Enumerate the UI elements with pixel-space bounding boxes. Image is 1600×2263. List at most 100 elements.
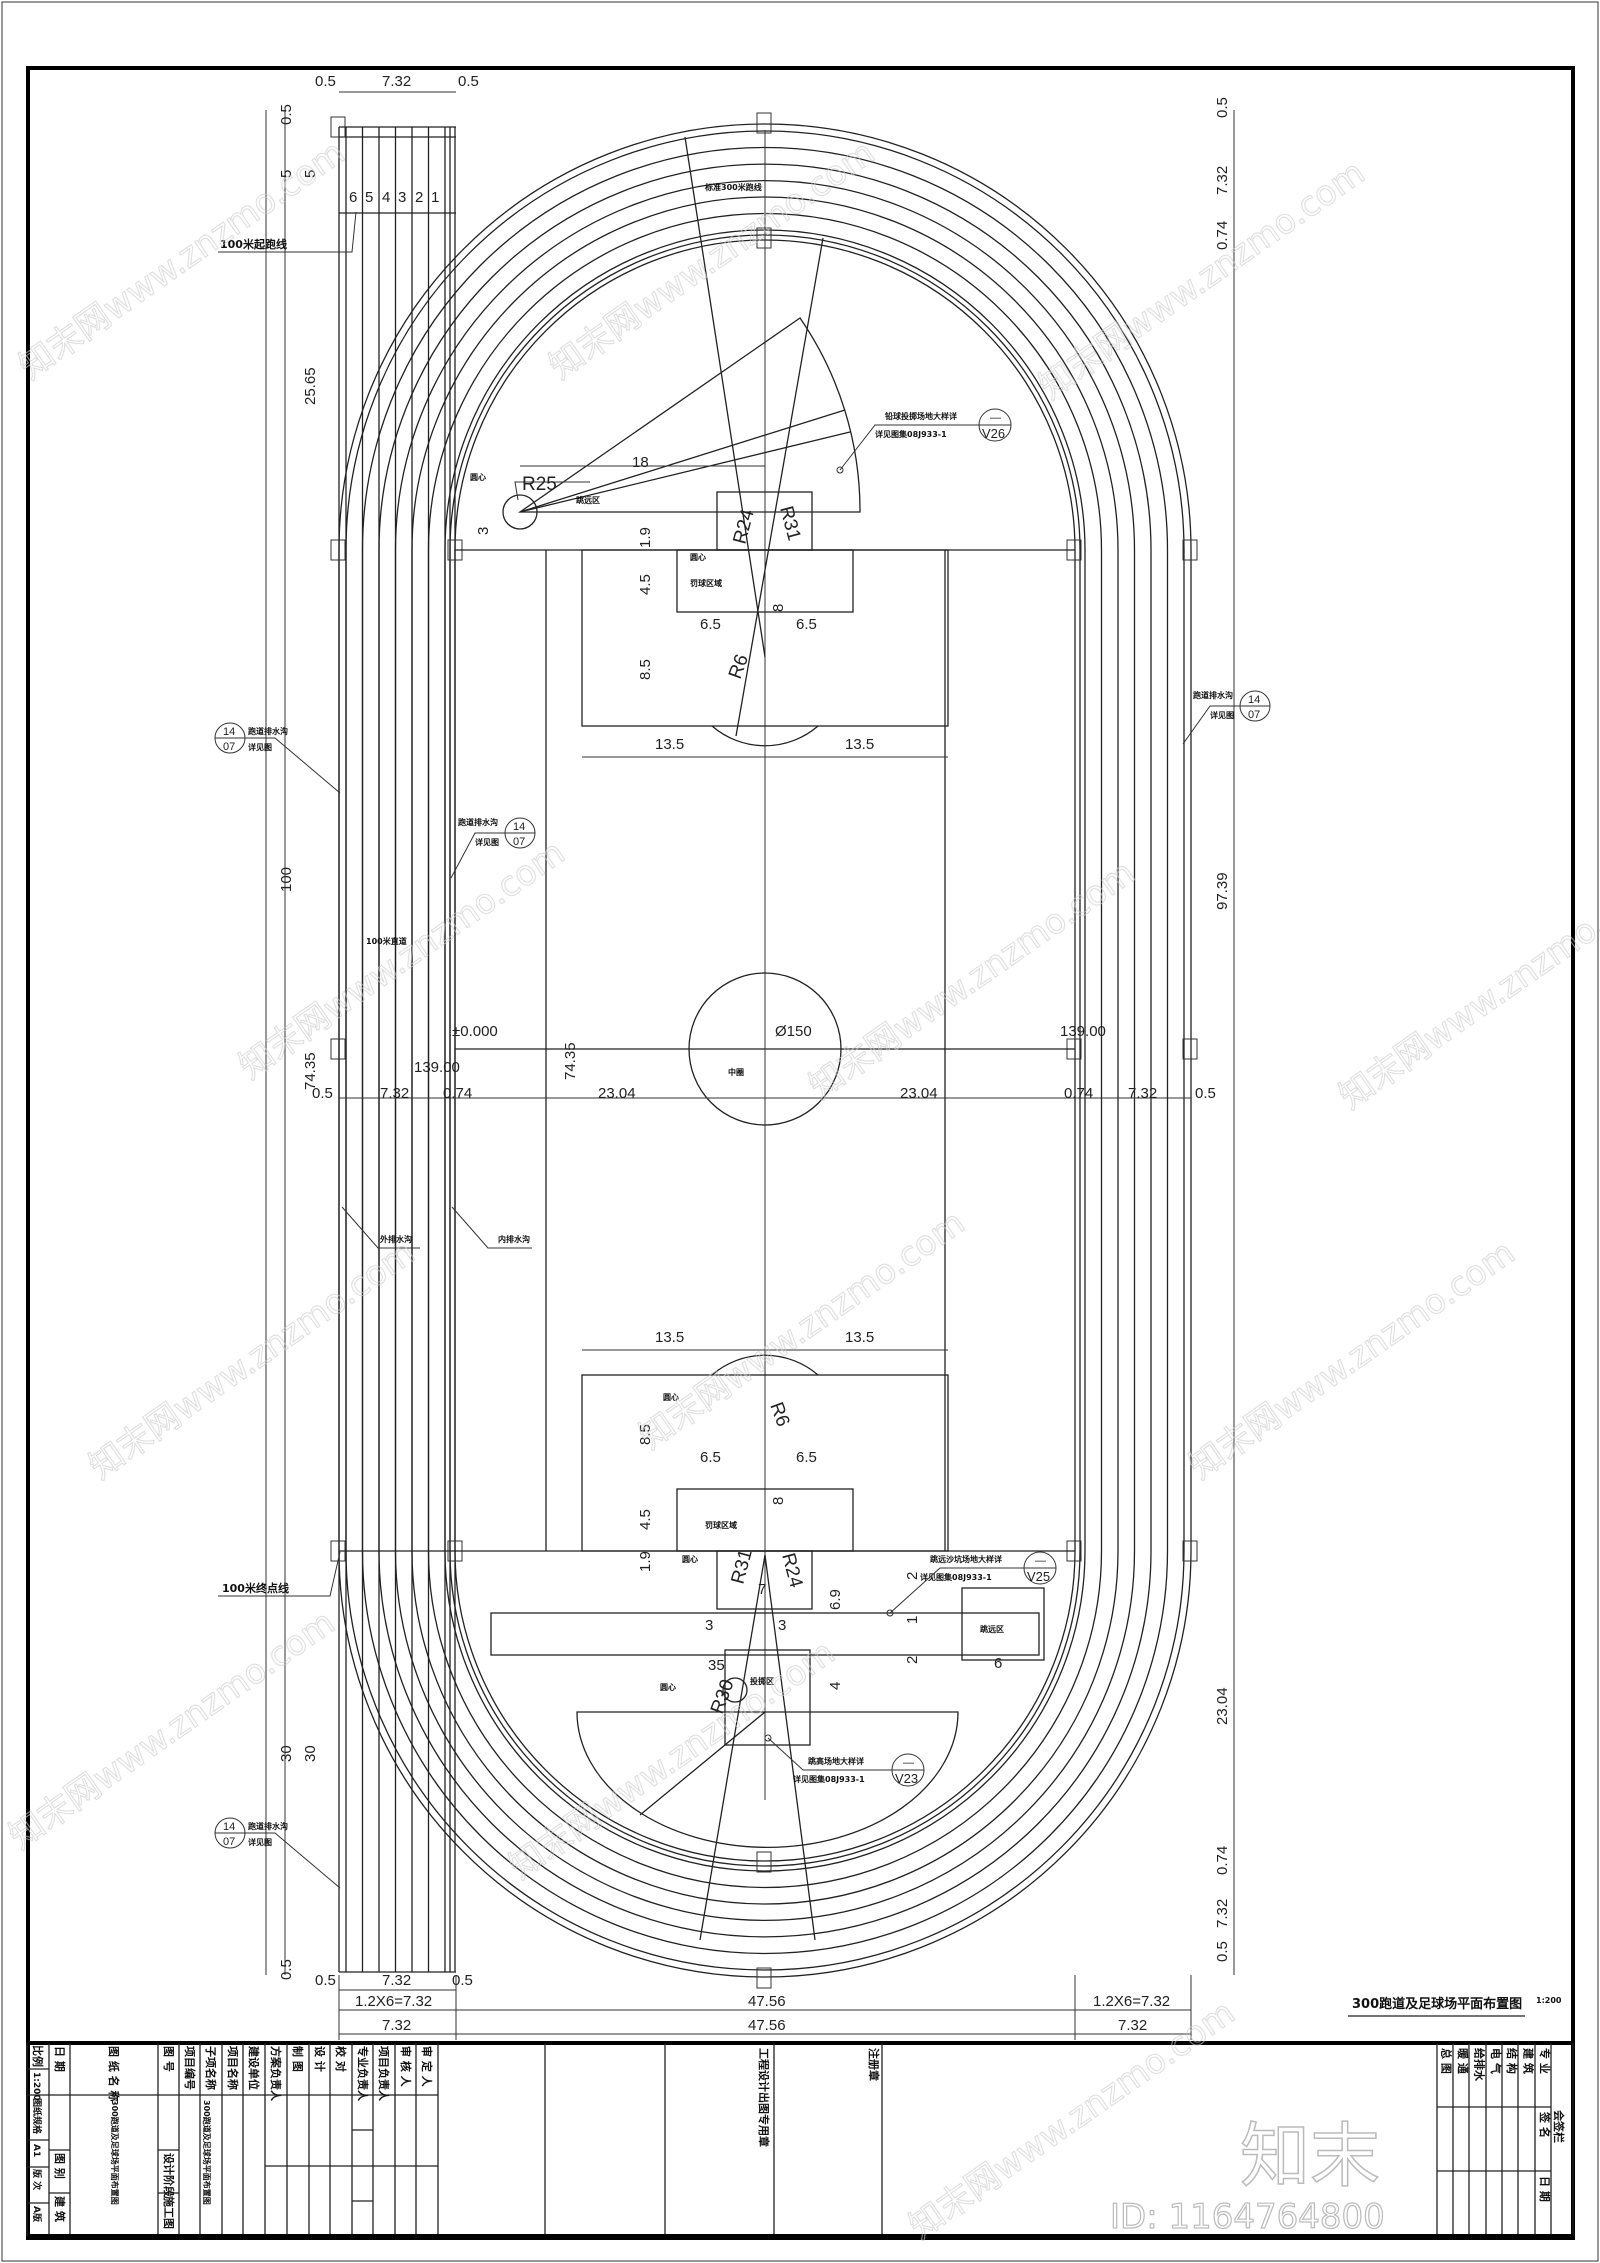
start-line-100m-label: 100米起跑线 — [220, 237, 287, 251]
center-circle-label: 中圈 — [728, 1067, 744, 1077]
dim-label: 8 — [770, 604, 787, 612]
track-lane-line — [411, 196, 1119, 1905]
leader-line — [218, 211, 357, 253]
watermark: 知末网www.znzmo.com — [1182, 1233, 1522, 1488]
watermark: 知末网www.znzmo.com — [82, 1233, 422, 1488]
callout-number: — — [990, 412, 1001, 424]
elevation-marks: ±0.000 139.00 139.00 Ø150 — [414, 1023, 1106, 1076]
dim-label: 7.32 — [382, 73, 411, 90]
standard-300m-line-label: 标准300米跑线 — [704, 182, 762, 192]
dim-label: 1 — [904, 1616, 921, 1624]
drain-callout: 14 07 跑道排水沟 详见图 — [214, 1817, 341, 1889]
callout-ref: 详见图集08J933-1 — [920, 1572, 992, 1582]
role-label: 方案负责人 — [269, 2046, 283, 2102]
title-cell: 图 别 — [53, 2153, 67, 2179]
dim-label: 100 — [278, 867, 295, 892]
callout-sheet: 07 — [513, 836, 525, 848]
dim-label: 4.5 — [637, 574, 654, 595]
throwing-field-bottom — [576, 1711, 959, 1848]
middle-dimensions: 0.5 7.32 0.74 23.04 23.04 0.74 7.32 0.5 … — [312, 1042, 1216, 1102]
drain-callouts: 14 07 跑道排水沟 详见图 14 07 跑道排水沟 详见图 14 07 跑道… — [214, 690, 1271, 1889]
countersign-discipline: 电 气 — [1489, 2048, 1503, 2074]
callout-number: 14 — [1248, 694, 1260, 706]
asset-id: ID: 1164764800 — [1110, 2197, 1385, 2237]
dim-label: 0.5 — [452, 1972, 473, 1989]
callout-sheet: 07 — [223, 741, 235, 753]
penalty-area-label: 罚球区域 — [690, 578, 722, 588]
dim-label: 1.2X6=7.32 — [1093, 1993, 1170, 2010]
role-label: 项目编号 — [183, 2046, 197, 2090]
watermark: 知末网www.znzmo.com — [2, 1603, 342, 1858]
title-cell: 图 纸 名 称 — [107, 2046, 121, 2102]
lane-numbers: 6 5 4 3 2 1 — [349, 189, 439, 206]
radius-line — [684, 136, 766, 658]
dim-label: 1.9 — [637, 1551, 654, 1572]
track-marker — [330, 1038, 346, 1060]
callout-text: 跑道排水沟 — [248, 1821, 288, 1831]
stamp-label: 注册章 — [867, 2048, 881, 2081]
role-label: 专业负责人 — [356, 2046, 370, 2102]
track-lane-line — [345, 130, 1185, 1971]
dim-label: 7.32 — [1118, 2017, 1147, 2034]
throw-area-label: 投掷区 — [750, 1676, 774, 1686]
radius-label: R31 — [775, 504, 804, 543]
dim-label: 6.5 — [700, 616, 721, 633]
dim-label: 23.04 — [900, 1085, 938, 1102]
watermark: 知末网www.znzmo.com — [1032, 153, 1372, 408]
leader-line — [451, 1206, 532, 1249]
dim-label: 8.5 — [637, 659, 654, 680]
callout-number: — — [903, 1757, 914, 1769]
jump-label: 跳远区 — [576, 495, 600, 505]
detail-callout-v25: — V25 跳远沙坑场地大样详 详见图集08J933-1 — [886, 1551, 1057, 1617]
penalty-area-label: 罚球区域 — [705, 1520, 737, 1530]
callout-text: 详见图 — [248, 742, 272, 752]
drawing-name-value: 300跑道及足球场平面布置图 — [110, 2100, 120, 2205]
countersign-discipline: 总 图 — [1440, 2048, 1454, 2074]
stamp-label: 工程设计出图专用章 — [757, 2048, 771, 2147]
dim-label: 47.56 — [748, 1993, 786, 2010]
track-lane-line — [338, 123, 1192, 1978]
dim-label: 7.32 — [1214, 166, 1231, 195]
dim-label: 23.04 — [598, 1085, 636, 1102]
goal-top — [716, 491, 813, 551]
runway — [490, 1612, 1040, 1656]
countersign-head: 日 期 — [1538, 2176, 1552, 2202]
callout-sheet: 07 — [1248, 709, 1260, 721]
drawing-title: 300跑道及足球场平面布置图 — [1352, 1996, 1522, 2012]
track-lane-line — [427, 212, 1103, 1889]
callout-text: 铅球投掷场地大样详 — [884, 411, 957, 421]
detail-callout-v23: — V23 跳高场地大样详 详见图集08J933-1 — [764, 1734, 925, 1787]
role-label: 审 核 人 — [399, 2046, 413, 2088]
title-cell: A版 — [31, 2206, 43, 2222]
drain-callout: 14 07 跑道排水沟 详见图 — [1182, 690, 1271, 745]
callout-text: 跳高场地大样详 — [808, 1756, 864, 1766]
dim-label: 0.5 — [1214, 1941, 1231, 1962]
dim-label: 0.5 — [315, 73, 336, 90]
level-zero: ±0.000 — [452, 1023, 498, 1040]
dim-label: 74.35 — [302, 1052, 319, 1090]
dim-label: 3 — [778, 1617, 786, 1634]
title-cell: A1 — [31, 2144, 41, 2157]
role-label: 设 计 — [313, 2046, 327, 2072]
sector-line — [764, 1554, 816, 1941]
dim-label: 7.32 — [382, 1972, 411, 1989]
leader-line — [514, 481, 590, 501]
countersign-discipline: 建 筑 — [1522, 2048, 1536, 2074]
callout-ref: 详见图集08J933-1 — [875, 429, 947, 439]
leader-line — [341, 1206, 420, 1249]
watermark: 知末网www.znzmo.com — [802, 853, 1142, 1108]
elevation-right: 139.00 — [1060, 1023, 1106, 1040]
track-marker — [756, 1967, 772, 1989]
track-lane-line — [449, 234, 1081, 1867]
title-cell: 1:200 — [31, 2072, 41, 2101]
track-marker — [756, 227, 772, 249]
callout-text: 跑道排水沟 — [458, 817, 498, 827]
diameter-label: Ø150 — [775, 1023, 812, 1040]
dim-label: 18 — [632, 454, 649, 471]
drawing-scale: 1:200 — [1536, 1996, 1562, 2005]
dim-label: 5 — [278, 170, 295, 178]
track-lane-line — [361, 146, 1169, 1955]
dim-label: 6 — [994, 1655, 1002, 1672]
radius-label: R6 — [725, 652, 753, 682]
